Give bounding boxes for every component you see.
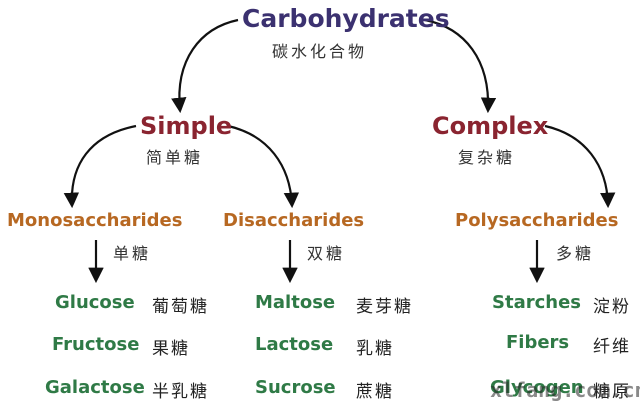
leaf-starches: Starches — [492, 292, 581, 313]
leaf-fructose: Fructose — [52, 334, 140, 355]
leaf-glucose-cn: 葡萄糖 — [152, 297, 209, 317]
leaf-maltose: Maltose — [255, 292, 336, 313]
node-disaccharides: Disaccharides — [223, 210, 365, 231]
arrow-carbohydrates-to-simple — [171, 18, 239, 114]
node-simple: Simple — [140, 112, 233, 140]
node-carbohydrates: Carbohydrates — [242, 4, 450, 33]
leaf-sucrose-cn: 蔗糖 — [356, 382, 394, 402]
arrow-carbohydrates-to-complex — [424, 18, 497, 114]
node-simple-cn: 简单糖 — [146, 148, 204, 167]
node-polysaccharides: Polysaccharides — [455, 210, 619, 231]
arrow-complex-to-polysaccharides — [544, 124, 616, 209]
leaf-maltose-cn: 麦芽糖 — [356, 297, 413, 317]
leaf-galactose: Galactose — [45, 377, 145, 398]
node-polysaccharides-cn: 多糖 — [556, 244, 595, 263]
leaf-fructose-cn: 果糖 — [152, 339, 190, 359]
arrow-simple-to-monosaccharides — [63, 124, 137, 209]
watermark: xlfang.com.cn — [490, 378, 640, 402]
node-monosaccharides: Monosaccharides — [7, 210, 183, 231]
arrow-simple-to-disaccharides — [227, 124, 300, 209]
leaf-galactose-cn: 半乳糖 — [152, 382, 209, 402]
leaf-fibers-cn: 纤维 — [593, 337, 631, 357]
leaf-lactose-cn: 乳糖 — [356, 339, 394, 359]
leaf-starches-cn: 淀粉 — [593, 297, 631, 317]
node-monosaccharides-cn: 单糖 — [113, 244, 152, 263]
leaf-fibers: Fibers — [506, 332, 570, 353]
leaf-glucose: Glucose — [55, 292, 135, 313]
node-complex-cn: 复杂糖 — [458, 148, 516, 167]
leaf-glycogen: Glycogen — [490, 377, 584, 398]
leaf-sucrose: Sucrose — [255, 377, 336, 398]
leaf-glycogen-cn: 糖原 — [593, 382, 631, 402]
node-complex: Complex — [432, 112, 549, 140]
node-disaccharides-cn: 双糖 — [307, 244, 346, 263]
node-carbohydrates-cn: 碳水化合物 — [272, 42, 368, 61]
leaf-lactose: Lactose — [255, 334, 334, 355]
